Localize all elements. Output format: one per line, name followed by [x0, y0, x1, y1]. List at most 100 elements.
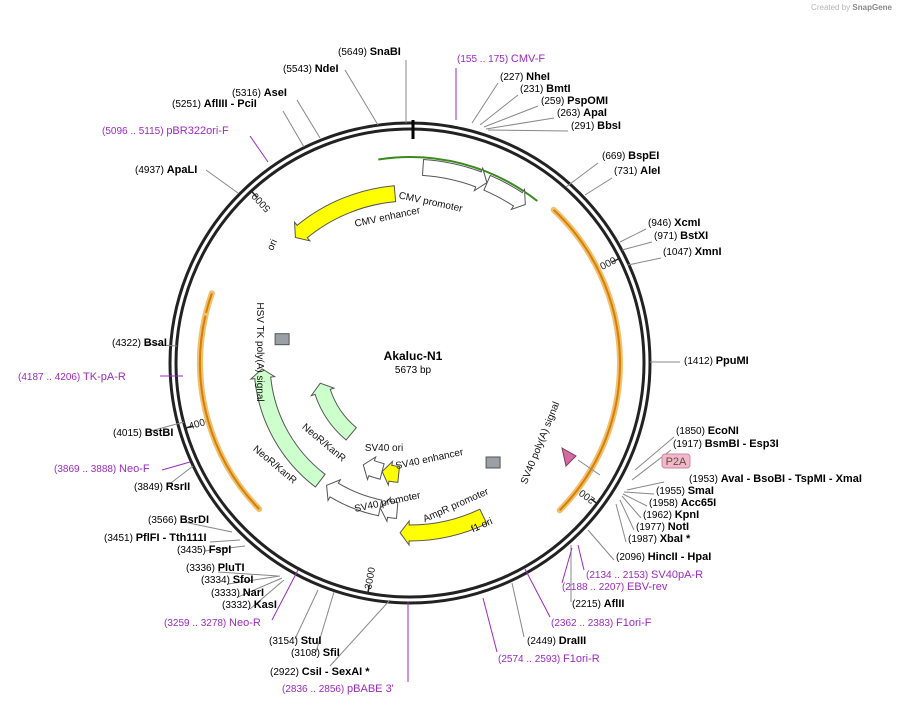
leader-line — [577, 459, 601, 476]
leader-line — [634, 436, 675, 471]
leader-line — [483, 105, 539, 128]
enzyme-label-18[interactable]: (1953) AvaI - BsoBI - TspMI - XmaI — [689, 473, 862, 485]
primer-label-6[interactable]: (2574 .. 2593) F1ori-R — [498, 653, 600, 665]
orf-green-arc — [378, 156, 538, 202]
leader-line — [217, 571, 279, 577]
leader-line — [227, 575, 281, 585]
polyA-signal-mark — [485, 456, 501, 469]
enzyme-label-3[interactable]: (5251) AflIII - PciI — [172, 98, 257, 110]
primer-label-0[interactable]: (155 .. 175) CMV-F — [457, 53, 545, 65]
leader-line — [619, 228, 647, 243]
enzyme-label-9[interactable]: (291) BbsI — [571, 120, 621, 132]
leader-line — [561, 547, 573, 584]
feature-arrow-5[interactable] — [326, 478, 383, 517]
enzyme-label-2[interactable]: (5316) AseI — [232, 87, 287, 99]
enzyme-label-32[interactable]: (3435) FspI — [177, 544, 231, 556]
leader-line — [471, 82, 499, 124]
backbone-inner — [174, 127, 646, 599]
enzyme-label-29[interactable]: (3849) RsrII — [134, 481, 190, 493]
primer-label-9[interactable]: (2134 .. 2153) SV40pA-R — [586, 569, 703, 581]
feature-label-3: HSV TK poly(A) signal — [254, 302, 265, 401]
feature-label-11: SV40 poly(A) signal — [519, 400, 562, 486]
tick-label: 3000 — [363, 566, 378, 590]
leader-line — [626, 481, 665, 491]
enzyme-label-25[interactable]: (2215) AflII — [572, 598, 624, 610]
enzyme-label-37[interactable]: (3154) StuI — [269, 635, 321, 647]
leader-line — [619, 499, 635, 531]
enzyme-label-7[interactable]: (259) PspOMI — [541, 95, 608, 107]
polyA-signal-mark — [274, 333, 290, 346]
tick-mark — [590, 498, 597, 504]
leader-line — [565, 162, 599, 188]
leader-line — [271, 569, 299, 621]
primer-label-5[interactable]: (2836 .. 2856) pBABE 3' — [282, 683, 394, 695]
enzyme-label-0[interactable]: (5649) SnaBI — [338, 46, 401, 58]
enzyme-label-36[interactable]: (3332) KasI — [222, 599, 277, 611]
enzyme-label-4[interactable]: (4937) ApaLI — [135, 164, 197, 176]
tick-mark — [251, 191, 258, 198]
feature-arrow-1[interactable] — [483, 174, 526, 211]
enzyme-label-15[interactable]: (1412) PpuMI — [684, 355, 749, 367]
enzyme-label-8[interactable]: (263) ApaI — [557, 107, 607, 119]
leader-line — [577, 544, 585, 571]
leader-line — [584, 177, 613, 196]
primer-label-2[interactable]: (4187 .. 4206) TK-pA-R — [18, 371, 126, 383]
feature-arrow-10[interactable] — [362, 455, 385, 482]
feature-arrow-6[interactable] — [249, 368, 326, 488]
enzyme-label-1[interactable]: (5543) NdeI — [283, 63, 339, 75]
enzyme-label-16[interactable]: (1850) EcoNI — [676, 425, 739, 437]
leader-line — [627, 257, 662, 266]
enzyme-label-39[interactable]: (2922) CsiI - SexAI * — [270, 666, 370, 678]
enzyme-label-27[interactable]: (4322) BsaI — [112, 337, 167, 349]
enzyme-label-19[interactable]: (1955) SmaI — [656, 485, 714, 497]
enzyme-label-26[interactable]: (2449) DraIII — [527, 635, 586, 647]
leader-line — [511, 582, 525, 638]
leader-line — [623, 491, 655, 495]
leader-line — [479, 94, 519, 126]
enzyme-label-5[interactable]: (227) NheI — [500, 71, 550, 83]
p2a-badge[interactable]: P2A — [661, 453, 691, 469]
leader-line — [344, 69, 379, 126]
enzyme-label-14[interactable]: (1047) XmnI — [663, 246, 722, 258]
feature-arrow-9[interactable] — [381, 460, 401, 487]
enzyme-label-22[interactable]: (1977) NotI — [636, 521, 689, 533]
feature-arrow-4[interactable] — [379, 496, 399, 523]
enzyme-label-30[interactable]: (3566) BsrDI — [148, 514, 209, 526]
p2a-arrow — [561, 447, 577, 467]
enzyme-label-34[interactable]: (3334) SfoI — [201, 574, 253, 586]
enzyme-label-20[interactable]: (1958) Acc65I — [649, 497, 716, 509]
leader-line — [146, 421, 185, 433]
enzyme-label-6[interactable]: (231) BmtI — [520, 83, 571, 95]
enzyme-label-24[interactable]: (2096) HincII - HpaI — [616, 551, 711, 563]
enzyme-label-12[interactable]: (946) XcmI — [648, 217, 700, 229]
enzyme-label-17[interactable]: (1917) BsmBI - Esp3I — [673, 438, 779, 450]
feature-arrow-2[interactable] — [294, 185, 397, 242]
primer-label-3[interactable]: (3869 .. 3888) Neo-F — [54, 463, 150, 475]
enzyme-label-21[interactable]: (1962) KpnI — [643, 509, 699, 521]
enzyme-label-23[interactable]: (1987) XbaI * — [628, 533, 691, 545]
enzyme-label-28[interactable]: (4015) BstBI — [113, 427, 173, 439]
primer-label-7[interactable]: (2362 .. 2383) F1ori-F — [551, 617, 652, 629]
enzyme-label-38[interactable]: (3108) SfiI — [291, 647, 340, 659]
features-layer — [197, 156, 623, 547]
orf-arc — [550, 206, 623, 514]
feature-arrow-11[interactable] — [309, 382, 358, 441]
enzyme-label-31[interactable]: (3451) PflFI - Tth111I — [104, 532, 207, 544]
enzyme-label-35[interactable]: (3333) NarI — [211, 587, 264, 599]
leader-line — [183, 521, 233, 533]
enzyme-label-13[interactable]: (971) BstXI — [654, 230, 708, 242]
leader-line — [315, 591, 335, 653]
feature-arrow-3[interactable] — [399, 508, 488, 547]
primer-label-8[interactable]: (2188 .. 2207) EBV-rev — [562, 581, 668, 593]
enzyme-label-10[interactable]: (669) BspEI — [602, 150, 659, 162]
leader-line — [587, 529, 615, 561]
orf-arc-core — [199, 315, 260, 510]
leader-line — [622, 493, 648, 507]
primer-label-1[interactable]: (5096 .. 5115) pBR322ori-F — [102, 125, 229, 137]
primer-label-4[interactable]: (3259 .. 3278) Neo-R — [164, 617, 261, 629]
leader-line — [487, 129, 569, 132]
feature-arrow-0[interactable] — [421, 158, 488, 192]
enzyme-label-33[interactable]: (3336) PluTI — [186, 562, 245, 574]
leader-line — [166, 465, 194, 487]
enzyme-label-11[interactable]: (731) AleI — [614, 165, 660, 177]
